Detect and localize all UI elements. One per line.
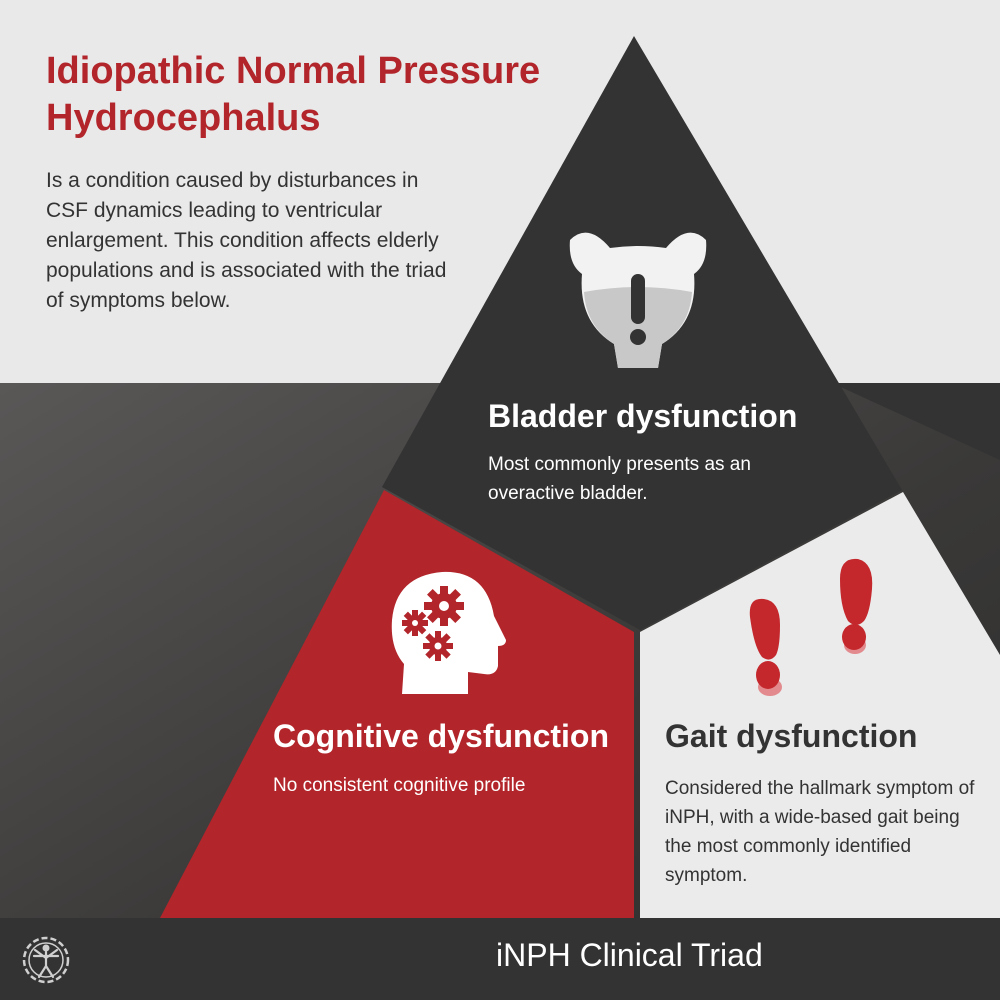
head-gears-icon xyxy=(391,571,506,694)
bladder-heading: Bladder dysfunction xyxy=(488,398,798,434)
vitruvian-figure-icon xyxy=(22,936,70,984)
footprints-icon xyxy=(749,558,873,696)
cognitive-heading: Cognitive dysfunction xyxy=(273,718,609,754)
gait-section xyxy=(640,492,1000,918)
right-dark-wedge xyxy=(832,383,1000,1000)
bladder-description: Most commonly presents as an overactive … xyxy=(488,454,751,504)
footer-caption: iNPH Clinical Triad xyxy=(496,937,763,973)
intro-paragraph: Is a condition caused by disturbances in… xyxy=(46,169,447,312)
cognitive-section xyxy=(160,490,634,918)
page-title: Idiopathic Normal Pressure Hydrocephalus xyxy=(46,50,541,139)
bladder-alert-icon xyxy=(569,232,707,368)
gait-heading: Gait dysfunction xyxy=(665,718,918,754)
cognitive-description: No consistent cognitive profile xyxy=(273,775,526,796)
gait-description: Considered the hallmark symptom of iNPH,… xyxy=(665,778,975,886)
footer-strip xyxy=(0,918,1000,1000)
